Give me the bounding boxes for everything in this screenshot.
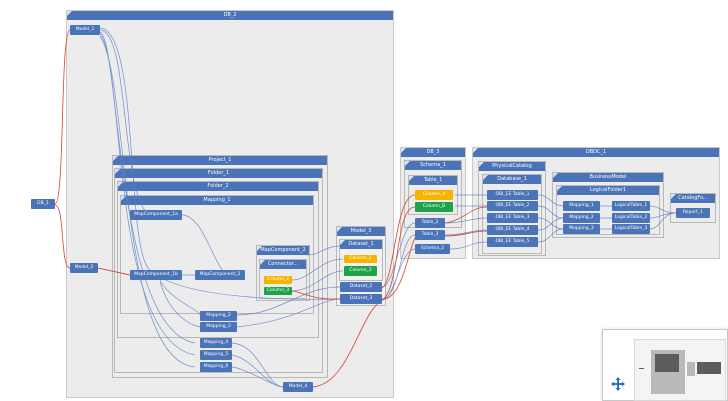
node-logical-table2[interactable]: LogicalTable_2 bbox=[612, 213, 650, 223]
node-obi-table3[interactable]: OBI_EE Table_3 bbox=[487, 213, 538, 223]
node-obi-table1[interactable]: OBI_EE Table_1 bbox=[487, 190, 538, 200]
panel-database1-header[interactable]: Database_1 bbox=[483, 175, 541, 184]
node-model4[interactable]: Model_4 bbox=[283, 382, 313, 392]
move-arrows-icon bbox=[611, 377, 625, 391]
panel-dataset1-header[interactable]: Dataset_1 bbox=[340, 240, 382, 249]
node-column3-left[interactable]: Column_3 bbox=[264, 287, 292, 295]
node-report1[interactable]: Report_1 bbox=[676, 208, 710, 218]
node-db1[interactable]: DB_1 bbox=[31, 199, 55, 209]
panel-model3-header[interactable]: Model_3 bbox=[337, 227, 385, 236]
move-icon[interactable] bbox=[611, 377, 625, 391]
node-model2[interactable]: Model_2 bbox=[70, 263, 98, 273]
node-bm-mapping3[interactable]: Mapping_3 bbox=[563, 224, 600, 234]
minimap-block-dark bbox=[655, 354, 679, 372]
node-obi-table5[interactable]: OBI_EE Table_5 bbox=[487, 237, 538, 247]
node-column3-right[interactable]: Column_3 bbox=[344, 266, 377, 276]
node-mapcomponent1a[interactable]: MapComponent_1a bbox=[130, 210, 182, 220]
node-mapping3[interactable]: Mapping_3 bbox=[200, 322, 237, 332]
panel-project1-header[interactable]: Project_1 bbox=[113, 156, 327, 165]
node-dataset3[interactable]: Dataset_3 bbox=[340, 294, 382, 304]
panel-schema1-header[interactable]: Schema_1 bbox=[405, 161, 461, 170]
minimap-viewport[interactable] bbox=[634, 339, 726, 401]
panel-table1-header[interactable]: Table_1 bbox=[409, 176, 457, 185]
panel-mapcomponent2-header[interactable]: MapComponent_2 bbox=[257, 246, 309, 255]
panel-physicalcatalog-header[interactable]: PhysicalCatalog bbox=[479, 162, 545, 171]
node-column-b[interactable]: Column_B bbox=[415, 202, 453, 212]
node-table2[interactable]: Table_2 bbox=[415, 218, 445, 228]
panel-mapping1-header[interactable]: Mapping_1 bbox=[121, 196, 313, 205]
node-obi-table2[interactable]: OBI_EE Table_2 bbox=[487, 201, 538, 211]
panel-catalogfolder-header[interactable]: CatalogFo... bbox=[671, 194, 715, 203]
node-obi-table4[interactable]: OBI_EE Table_4 bbox=[487, 225, 538, 235]
node-table3[interactable]: Table_3 bbox=[415, 230, 445, 240]
node-mapcomponent1b[interactable]: MapComponent_1b bbox=[130, 270, 182, 280]
panel-dbdc1-header[interactable]: DBDC_1 bbox=[473, 148, 719, 157]
node-column-a[interactable]: Column_A bbox=[415, 190, 453, 200]
panel-logicalfolder1-header[interactable]: LogicalFolder1 bbox=[557, 186, 659, 195]
panel-connector-header[interactable]: Connector... bbox=[260, 260, 306, 269]
node-mapcomponent2[interactable]: MapComponent_2 bbox=[195, 270, 245, 280]
panel-folder1-header[interactable]: Folder_1 bbox=[115, 169, 322, 178]
minimap-marker-db1 bbox=[639, 368, 644, 369]
node-dataset2[interactable]: Dataset_2 bbox=[340, 282, 382, 292]
node-model1[interactable]: Model_1 bbox=[70, 25, 100, 35]
node-mapping2[interactable]: Mapping_2 bbox=[200, 311, 237, 321]
node-logical-table3[interactable]: LogicalTable_3 bbox=[612, 224, 650, 234]
minimap-overview[interactable] bbox=[602, 329, 728, 401]
panel-db2-header[interactable]: DB_2 bbox=[67, 11, 393, 20]
node-mapping4[interactable]: Mapping_4 bbox=[200, 338, 232, 348]
node-bm-mapping2[interactable]: Mapping_2 bbox=[563, 213, 600, 223]
node-mapping5[interactable]: Mapping_5 bbox=[200, 350, 232, 360]
node-mapping6[interactable]: Mapping_6 bbox=[200, 362, 232, 372]
node-schema2[interactable]: Schema_2 bbox=[415, 244, 450, 254]
minimap-block-db3 bbox=[687, 362, 695, 376]
node-column2-left[interactable]: Column_2 bbox=[264, 276, 292, 284]
node-column2-right[interactable]: Column_2 bbox=[344, 255, 377, 263]
minimap-block-dbdc bbox=[697, 362, 721, 374]
node-logical-table1[interactable]: LogicalTable_1 bbox=[612, 201, 650, 211]
panel-db3-header[interactable]: DB_3 bbox=[401, 148, 465, 157]
panel-businessmodel-header[interactable]: BusinessModel bbox=[553, 173, 663, 182]
panel-folder2-header[interactable]: Folder_2 bbox=[118, 182, 318, 191]
node-bm-mapping1[interactable]: Mapping_1 bbox=[563, 201, 600, 211]
